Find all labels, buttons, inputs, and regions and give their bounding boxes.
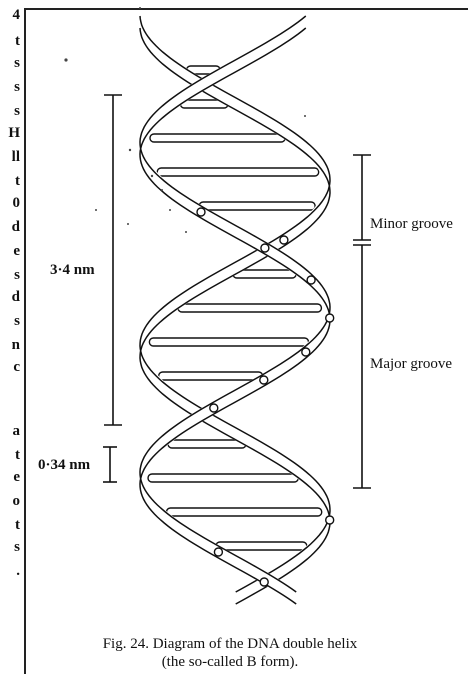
base-pair-rung [149, 338, 308, 346]
phosphate-dot [280, 236, 288, 244]
phosphate-dot [326, 314, 334, 322]
base-pair-rung [168, 440, 246, 448]
base-pair-rung [166, 508, 321, 516]
caption-line-1: Fig. 24. Diagram of the DNA double helix [70, 635, 390, 653]
phosphate-dot [260, 376, 268, 384]
base-pair-rung [178, 304, 321, 312]
base-pair-rung [216, 542, 307, 550]
phosphate-dot [302, 348, 310, 356]
caption-line-2: (the so-called B form). [70, 653, 390, 671]
minor-groove-label: Minor groove [370, 216, 453, 233]
phosphate-dot [326, 516, 334, 524]
phosphate-dot [307, 276, 315, 284]
figure-caption: Fig. 24. Diagram of the DNA double helix… [70, 635, 390, 671]
phosphate-dot [210, 404, 218, 412]
rise-label: 0·34 nm [38, 457, 90, 474]
base-pair-rung [157, 168, 318, 176]
phosphate-dot [261, 244, 269, 252]
base-pair-rung [233, 270, 296, 278]
base-pair-rung [199, 202, 315, 210]
base-pair-rung [150, 134, 285, 142]
phosphate-dot [214, 548, 222, 556]
pitch-label: 3·4 nm [50, 262, 97, 279]
backbone-phosphate-dots [197, 208, 334, 586]
base-pair-rung [159, 372, 263, 380]
major-groove-label: Major groove [370, 356, 452, 373]
base-pair-rung [148, 474, 298, 482]
phosphate-dot [260, 578, 268, 586]
phosphate-dot [197, 208, 205, 216]
